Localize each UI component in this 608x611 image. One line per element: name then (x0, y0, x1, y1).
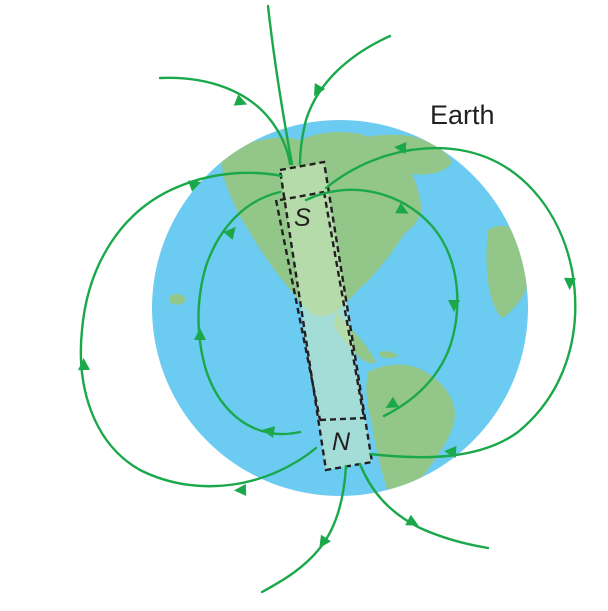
magnet-inner-right (322, 191, 366, 419)
field-line-arrow-icon (385, 396, 399, 408)
field-line-arrow-icon (78, 358, 90, 371)
field-lines (79, 4, 577, 594)
bar-magnet (274, 160, 374, 472)
field-line-arrow-icon (223, 226, 236, 240)
field-line-inner-right (304, 188, 459, 418)
south-america (366, 364, 455, 496)
field-line-arrow-icon (233, 94, 248, 106)
field-line-inner-left (197, 190, 302, 436)
field-line-arrow-icon (262, 426, 276, 438)
field-line-top-right (298, 34, 392, 166)
field-line-arrow-icon (194, 328, 206, 340)
field-line-outer-right (324, 146, 577, 459)
north-pole-label: N (332, 428, 351, 456)
field-line-outer-left (79, 171, 318, 488)
field-line-arrow-icon (444, 446, 457, 458)
field-line-arrow-icon (314, 83, 326, 97)
field-line-top-left (158, 76, 292, 166)
field-line-bottom-right (358, 462, 490, 550)
field-line-arrow-icon (319, 534, 331, 548)
field-line-arrow-icon (448, 300, 460, 312)
field-line-arrow-icon (187, 180, 202, 192)
field-line-arrow-icon (395, 202, 409, 214)
field-arrows (78, 83, 576, 548)
field-line-arrow-icon (405, 514, 419, 526)
magnet-bottom-divider (319, 416, 365, 422)
west-island (170, 293, 186, 305)
caribbean-islands (380, 351, 398, 359)
field-line-arrow-icon (564, 277, 576, 290)
field-line-bottom-left (260, 464, 348, 594)
magnet-top-divider (279, 190, 325, 202)
earth-label: Earth (430, 100, 495, 130)
magnet-inner-left (274, 199, 322, 421)
field-line-arrow-icon (394, 142, 407, 154)
south-pole-label: S (294, 204, 311, 232)
field-line-arrow-icon (234, 484, 247, 496)
field-line-top-vertical (266, 4, 294, 166)
